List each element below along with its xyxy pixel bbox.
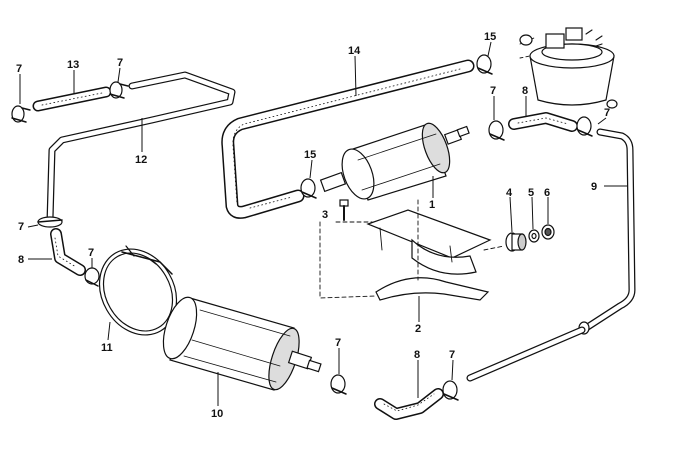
callout-7: 7 [18, 221, 24, 233]
hose-clamp [330, 374, 347, 395]
callout-8: 8 [18, 254, 24, 266]
callout-2: 2 [415, 323, 421, 335]
callout-15: 15 [304, 149, 316, 161]
hose-8-left [50, 228, 86, 276]
callout-9: 9 [591, 181, 597, 193]
callout-12: 12 [135, 154, 147, 166]
bracket-11 [98, 245, 178, 336]
callout-4: 4 [506, 187, 513, 199]
hose-13 [32, 86, 112, 112]
callout-7: 7 [604, 107, 610, 119]
callout-1: 1 [429, 199, 435, 211]
washer-5 [528, 229, 540, 243]
callout-11: 11 [101, 342, 113, 354]
callout-3: 3 [322, 209, 328, 221]
callout-7: 7 [88, 247, 94, 259]
callout-13: 13 [67, 59, 79, 71]
callout-14: 14 [348, 45, 361, 57]
hose-clamp [11, 105, 31, 123]
leader-lines [19, 41, 628, 406]
hose-clamp [488, 120, 505, 141]
fitting-4 [505, 232, 527, 252]
fuel-line-12 [46, 71, 236, 224]
fuel-tank-sender [519, 27, 618, 109]
fuel-pump-1 [319, 122, 470, 201]
fuel-line-9 [466, 128, 636, 382]
hose-clamp-15 [300, 178, 317, 199]
callout-7: 7 [16, 63, 22, 75]
callout-10: 10 [211, 408, 223, 420]
callout-8: 8 [522, 85, 528, 97]
pump-bracket-2 [366, 209, 492, 301]
callout-15: 15 [484, 31, 496, 43]
hose-clamp [84, 267, 100, 287]
callout-labels: 7 13 7 12 7 8 7 11 10 14 15 15 3 1 2 7 8… [16, 31, 610, 420]
hose-clamp [37, 216, 63, 228]
callout-7: 7 [335, 337, 341, 349]
callout-8: 8 [414, 349, 420, 361]
callout-5: 5 [528, 187, 534, 199]
nut-6 [541, 224, 555, 240]
hose-clamp-15 [476, 54, 493, 75]
hose-clamp [109, 81, 129, 99]
callout-7: 7 [449, 349, 455, 361]
hose-clamp [442, 380, 459, 401]
callout-6: 6 [544, 187, 550, 199]
hose-8-upper [508, 112, 578, 132]
hose-8-bottom [374, 388, 444, 420]
fuel-filter-10 [162, 296, 322, 391]
callout-7: 7 [117, 57, 123, 69]
hose-14 [221, 59, 475, 219]
callout-7: 7 [490, 85, 496, 97]
bolt-3 [339, 199, 349, 221]
hose-clamp [576, 116, 593, 137]
